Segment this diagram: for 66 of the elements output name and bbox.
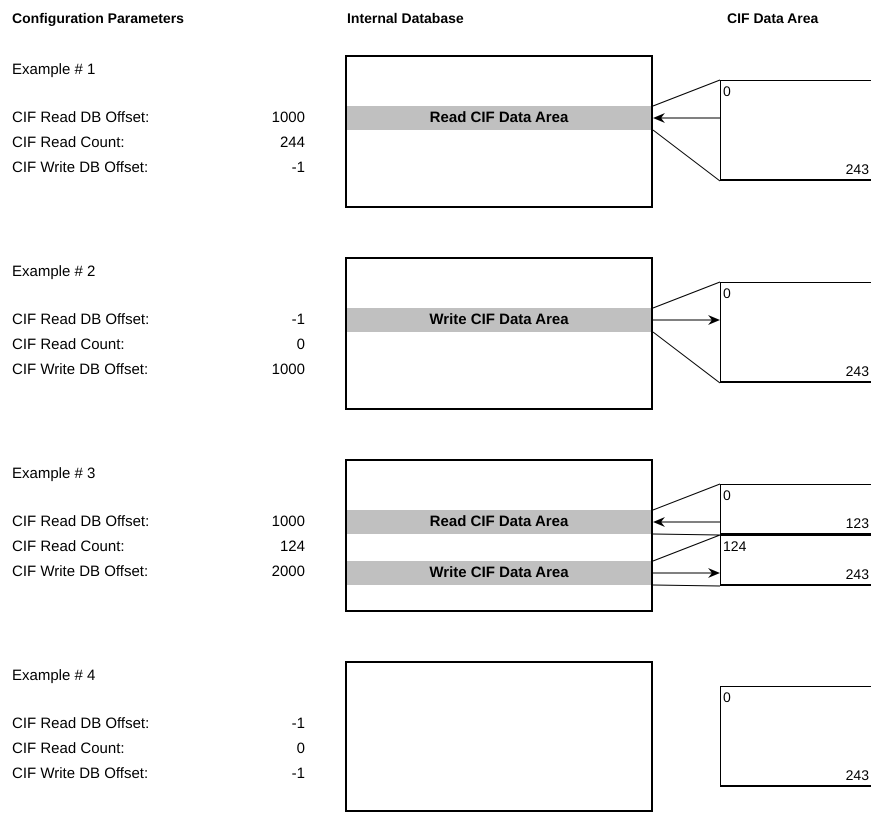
parameter-text: CIF Write DB Offset: bbox=[12, 360, 148, 380]
cif-area-box bbox=[720, 535, 871, 586]
projection-line bbox=[652, 80, 720, 106]
projection-line bbox=[652, 534, 720, 536]
parameter-text: -1 bbox=[292, 310, 305, 330]
parameter-text: CIF Read DB Offset: bbox=[12, 714, 150, 734]
parameter-text: -1 bbox=[292, 158, 305, 178]
projection-line bbox=[652, 332, 720, 384]
arrow bbox=[652, 315, 720, 325]
parameter-text: CIF Write DB Offset: bbox=[12, 764, 148, 784]
parameter-text: 1000 bbox=[272, 512, 305, 532]
projection-line bbox=[652, 584, 720, 586]
database-box bbox=[345, 661, 653, 812]
address-number: 0 bbox=[723, 285, 731, 301]
address-number: 0 bbox=[723, 83, 731, 99]
arrow bbox=[653, 517, 720, 527]
cif-area-box bbox=[720, 484, 871, 535]
projection-line bbox=[652, 282, 720, 308]
parameter-text: CIF Read Count: bbox=[12, 133, 125, 153]
parameter-text: Example # 1 bbox=[12, 60, 96, 80]
database-box bbox=[345, 257, 653, 410]
parameter-text: Example # 4 bbox=[12, 666, 96, 686]
address-number: 243 bbox=[846, 566, 869, 582]
arrow bbox=[652, 568, 720, 578]
data-area-bar: Read CIF Data Area bbox=[347, 106, 651, 130]
parameter-text: -1 bbox=[292, 714, 305, 734]
parameter-text: CIF Read DB Offset: bbox=[12, 512, 150, 532]
address-number: 0 bbox=[723, 487, 731, 503]
address-number: 124 bbox=[723, 538, 746, 554]
projection-line bbox=[652, 484, 720, 510]
cif-area-box bbox=[720, 282, 871, 383]
column-header: Internal Database bbox=[347, 9, 464, 28]
parameter-text: CIF Read DB Offset: bbox=[12, 310, 150, 330]
column-header: CIF Data Area bbox=[727, 9, 818, 28]
data-area-bar: Write CIF Data Area bbox=[347, 561, 651, 585]
parameter-text: -1 bbox=[292, 764, 305, 784]
data-area-bar: Write CIF Data Area bbox=[347, 308, 651, 332]
database-box bbox=[345, 459, 653, 612]
parameter-text: 0 bbox=[296, 335, 305, 355]
parameter-text: CIF Write DB Offset: bbox=[12, 158, 148, 178]
parameter-text: 1000 bbox=[272, 108, 305, 128]
parameter-text: CIF Read Count: bbox=[12, 537, 125, 557]
parameter-text: 0 bbox=[296, 739, 305, 759]
arrow bbox=[653, 113, 720, 123]
parameter-text: CIF Read DB Offset: bbox=[12, 108, 150, 128]
cif-area-box bbox=[720, 686, 871, 787]
address-number: 243 bbox=[846, 363, 869, 379]
cif-area-box bbox=[720, 80, 871, 181]
database-box bbox=[345, 55, 653, 208]
address-number: 243 bbox=[846, 767, 869, 783]
parameter-text: CIF Write DB Offset: bbox=[12, 562, 148, 582]
address-number: 123 bbox=[846, 515, 869, 531]
parameter-text: CIF Read Count: bbox=[12, 335, 125, 355]
parameter-text: Example # 3 bbox=[12, 464, 96, 484]
address-number: 0 bbox=[723, 689, 731, 705]
parameter-text: 124 bbox=[280, 537, 305, 557]
address-number: 243 bbox=[846, 161, 869, 177]
column-header: Configuration Parameters bbox=[12, 9, 184, 28]
projection-line bbox=[652, 534, 720, 562]
parameter-text: 2000 bbox=[272, 562, 305, 582]
projection-line bbox=[652, 130, 720, 182]
parameter-text: Example # 2 bbox=[12, 262, 96, 282]
parameter-text: CIF Read Count: bbox=[12, 739, 125, 759]
data-area-bar: Read CIF Data Area bbox=[347, 510, 651, 534]
parameter-text: 1000 bbox=[272, 360, 305, 380]
parameter-text: 244 bbox=[280, 133, 305, 153]
